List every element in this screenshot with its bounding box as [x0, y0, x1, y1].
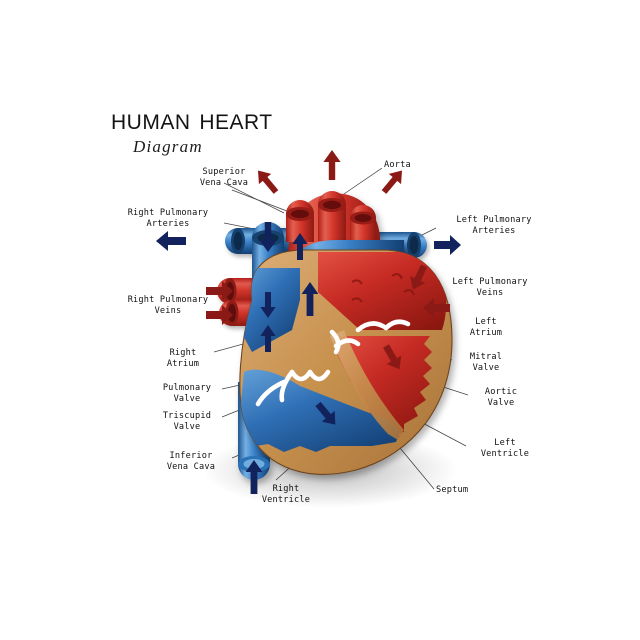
- right-pulmonary-vein-lower-arrow: [206, 305, 233, 325]
- heart-valves: [255, 319, 411, 407]
- label-left-pulmonary-arteries: Left Pulmonary Arteries: [456, 215, 532, 237]
- pulmonary-trunk-outflow-arrow: [301, 282, 319, 316]
- right-atrium-internal-flow-arrow: [260, 325, 276, 352]
- left-pulmonary-vein-lower-arrow: [423, 298, 450, 318]
- label-left-atrium: Left Atrium: [469, 317, 503, 339]
- right-ventricle-inflow-arrow: [315, 401, 336, 425]
- page-subtitle: Diagram: [133, 137, 203, 156]
- right-pulmonary-vein-upper-arrow: [206, 281, 233, 301]
- left-pulmonary-artery-flow-arrow: [434, 235, 461, 255]
- aorta-branch-right-outflow-arrow: [381, 170, 402, 194]
- label-right-ventricle: Right Ventricle: [261, 484, 311, 506]
- left-pulmonary-vein-upper-arrow: [410, 264, 428, 290]
- mitral-valve-leaflet-2: [383, 319, 411, 331]
- label-left-ventricle: Left Ventricle: [480, 438, 530, 460]
- aortic-valve-leaflet-2: [329, 329, 341, 355]
- tricuspid-valve-leaflet-2: [279, 369, 295, 403]
- label-right-pulmonary-veins: Right Pulmonary Veins: [127, 295, 209, 317]
- label-aorta: Aorta: [384, 160, 411, 170]
- right-pulmonary-artery-flow-arrow: [156, 231, 186, 251]
- aorta-branch-left-outflow-arrow: [258, 170, 279, 194]
- label-pulmonary-valve: Pulmonary Valve: [162, 383, 212, 405]
- pulmonary-branch-outflow-arrow: [292, 233, 308, 260]
- left-atrium-chamber: [318, 252, 447, 330]
- inferior-vena-cava-inflow-arrow: [245, 460, 263, 494]
- superior-vena-cava-inflow-arrow: [259, 222, 277, 252]
- left-atrium-flow-arrow: [383, 344, 402, 370]
- mitral-valve-leaflet: [355, 321, 389, 333]
- label-left-pulmonary-veins: Left Pulmonary Veins: [452, 277, 528, 299]
- label-superior-vena-cava: Superior Vena Cava: [199, 167, 249, 189]
- label-aortic-valve: Aortic Valve: [484, 387, 518, 409]
- tricuspid-valve-leaflet: [255, 379, 287, 407]
- page-title: Human Heart: [111, 103, 273, 136]
- label-inferior-vena-cava: Inferior Vena Cava: [166, 451, 216, 473]
- flow-arrows: [156, 150, 461, 494]
- aorta-branch-mid-outflow-arrow: [323, 150, 341, 180]
- atrial-trabeculae: [351, 273, 415, 303]
- title-block: Human Heart Diagram: [111, 104, 411, 157]
- label-septum: Septum: [436, 485, 469, 495]
- label-right-pulmonary-arteries: Right Pulmonary Arteries: [127, 208, 209, 230]
- pulmonary-valve-leaflet-2: [307, 369, 331, 382]
- label-triscupid-valve: Triscupid Valve: [162, 411, 212, 433]
- label-right-atrium: Right Atrium: [166, 348, 200, 370]
- interventricular-septum: [330, 330, 404, 440]
- label-mitral-valve: Mitral Valve: [469, 352, 503, 374]
- pulmonary-valve-leaflet: [289, 369, 313, 382]
- svc-descending-flow-arrow: [260, 292, 276, 318]
